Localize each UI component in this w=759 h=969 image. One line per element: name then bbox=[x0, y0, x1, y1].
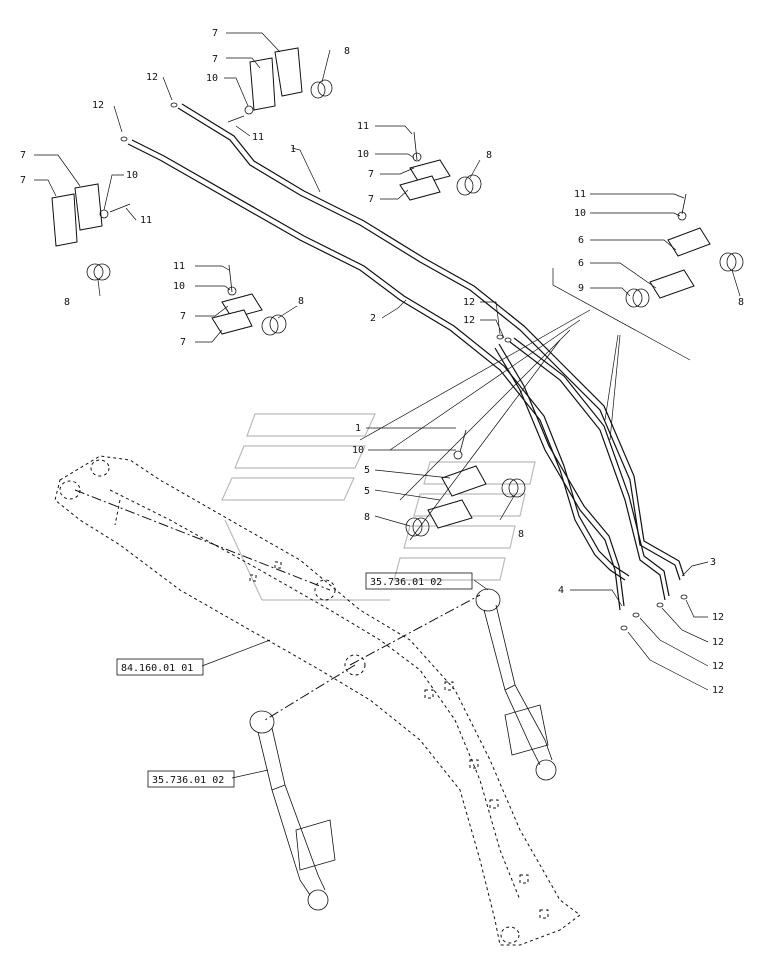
callout-1: 1 bbox=[290, 144, 296, 155]
callout-7: 7 bbox=[368, 169, 374, 180]
callout-8: 8 bbox=[364, 512, 370, 523]
callout-12: 12 bbox=[712, 612, 724, 623]
ref-boom: 84.160.01 01 bbox=[121, 663, 193, 674]
callout-12: 12 bbox=[712, 685, 724, 696]
callout-7: 7 bbox=[180, 311, 186, 322]
watermark bbox=[221, 413, 536, 601]
callout-12: 12 bbox=[463, 315, 475, 326]
callout-6: 6 bbox=[578, 235, 584, 246]
callout-9: 9 bbox=[578, 283, 584, 294]
pipe-4 bbox=[494, 343, 625, 611]
clamp-group-centre bbox=[405, 429, 526, 537]
callout-6: 6 bbox=[578, 258, 584, 269]
callout-7: 7 bbox=[20, 150, 26, 161]
callout-3: 3 bbox=[710, 557, 716, 568]
callout-8: 8 bbox=[486, 150, 492, 161]
pipe-3 bbox=[509, 337, 670, 601]
callout-2: 2 bbox=[370, 313, 376, 324]
callout-1: 1 bbox=[355, 423, 361, 434]
callout-8: 8 bbox=[298, 296, 304, 307]
callout-8: 8 bbox=[518, 529, 524, 540]
clamp-group-right bbox=[625, 193, 744, 308]
callout-8: 8 bbox=[738, 297, 744, 308]
callout-12: 12 bbox=[712, 661, 724, 672]
callout-11: 11 bbox=[357, 121, 369, 132]
callout-7: 7 bbox=[180, 337, 186, 348]
callout-5: 5 bbox=[364, 465, 370, 476]
callout-8: 8 bbox=[64, 297, 70, 308]
callout-7: 7 bbox=[20, 175, 26, 186]
callout-8: 8 bbox=[344, 46, 350, 57]
callout-7: 7 bbox=[212, 54, 218, 65]
callout-10: 10 bbox=[126, 170, 138, 181]
reference-boxes: 35.736.01 02 84.160.01 01 35.736.01 02 bbox=[116, 572, 473, 788]
callout-10: 10 bbox=[352, 445, 364, 456]
callout-11: 11 bbox=[140, 215, 152, 226]
callout-10: 10 bbox=[173, 281, 185, 292]
leader-lines bbox=[34, 32, 741, 779]
callout-5: 5 bbox=[364, 486, 370, 497]
ref-cylinder-lower: 35.736.01 02 bbox=[152, 775, 224, 786]
callout-12: 12 bbox=[92, 100, 104, 111]
o-rings bbox=[120, 102, 688, 631]
callout-labels: 7 7 8 12 10 11 12 1 7 7 10 11 8 11 10 7 … bbox=[20, 28, 744, 696]
boom-outline bbox=[54, 455, 581, 946]
callout-7: 7 bbox=[368, 194, 374, 205]
callout-11: 11 bbox=[173, 261, 185, 272]
clamp-group-left bbox=[51, 183, 131, 281]
callout-4: 4 bbox=[558, 585, 564, 596]
clamp-group-mid-top bbox=[399, 131, 482, 201]
pipe-2 bbox=[127, 139, 630, 581]
clamp-group-mid-left bbox=[211, 264, 287, 336]
cylinder-lower bbox=[249, 710, 336, 911]
callout-10: 10 bbox=[206, 73, 218, 84]
centre-lines bbox=[74, 489, 481, 721]
callout-7: 7 bbox=[212, 28, 218, 39]
callout-12: 12 bbox=[146, 72, 158, 83]
callout-11: 11 bbox=[252, 132, 264, 143]
cylinder-upper bbox=[475, 588, 557, 781]
callout-10: 10 bbox=[574, 208, 586, 219]
callout-11: 11 bbox=[574, 189, 586, 200]
clamp-group-top bbox=[227, 47, 333, 123]
callout-10: 10 bbox=[357, 149, 369, 160]
callout-12: 12 bbox=[463, 297, 475, 308]
ref-cylinder-upper: 35.736.01 02 bbox=[370, 577, 442, 588]
callout-12: 12 bbox=[712, 637, 724, 648]
